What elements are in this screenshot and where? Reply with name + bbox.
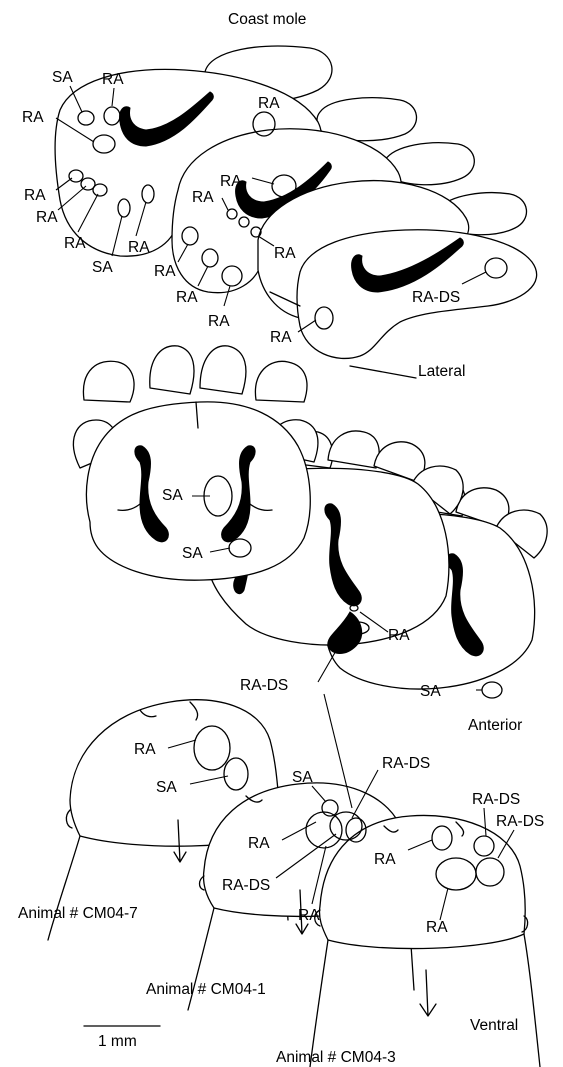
anterior-label: RA: [388, 627, 410, 644]
lateral-label: RA: [102, 71, 124, 88]
ventral-label: SA: [156, 779, 177, 796]
ventral-label: RA: [248, 835, 270, 852]
anterior-label: SA: [162, 487, 183, 504]
lateral-label: RA: [22, 109, 44, 126]
anterior-receptor-sa: [482, 682, 502, 698]
lateral-label: RA: [64, 235, 86, 252]
lateral-label: SA: [92, 259, 113, 276]
scale-bar-label: 1 mm: [98, 1033, 137, 1050]
animal-id-label: Animal # CM04-1: [146, 981, 266, 998]
ventral-label: RA-DS: [382, 755, 430, 772]
ventral-view: RA SA SA RA-DS RA RA-DS RA RA-DS RA-DS R…: [18, 694, 544, 1067]
ventral-view-label: Ventral: [470, 1017, 518, 1034]
ventral-label: RA: [134, 741, 156, 758]
anterior-label: RA-DS: [240, 677, 288, 694]
lateral-lead-line: [350, 366, 416, 378]
lateral-view-label: Lateral: [418, 363, 465, 380]
lateral-label: SA: [52, 69, 73, 86]
lateral-label: RA: [36, 209, 58, 226]
lateral-label: RA: [270, 329, 292, 346]
lateral-label: RA: [274, 245, 296, 262]
ventral-label: RA: [374, 851, 396, 868]
ventral-label: RA-DS: [222, 877, 270, 894]
ventral-label: RA-DS: [496, 813, 544, 830]
lateral-label: RA: [258, 95, 280, 112]
ventral-label: RA-DS: [472, 791, 520, 808]
lateral-label: RA: [154, 263, 176, 280]
ventral-label: RA: [298, 907, 320, 924]
ventral-label: SA: [292, 769, 313, 786]
lateral-label: RA: [192, 189, 214, 206]
animal-id-label: Animal # CM04-7: [18, 905, 138, 922]
lateral-label: RA: [208, 313, 230, 330]
anterior-view: SA SA RA RA-DS SA Anterior: [73, 346, 547, 734]
anterior-label: SA: [420, 683, 441, 700]
lateral-label: RA: [128, 239, 150, 256]
ventral-label: RA: [426, 919, 448, 936]
lateral-label: RA-DS: [412, 289, 460, 306]
lateral-label: RA: [176, 289, 198, 306]
scale-bar: 1 mm: [84, 1026, 160, 1050]
lateral-view: SA RA RA RA RA RA RA SA RA RA RA RA RA R…: [22, 46, 537, 380]
animal-id-label: Animal # CM04-3: [276, 1049, 396, 1066]
anterior-label: SA: [182, 545, 203, 562]
figure-title: Coast mole: [228, 11, 306, 28]
anterior-view-label: Anterior: [468, 717, 522, 734]
lateral-label: RA: [220, 173, 242, 190]
lateral-label: RA: [24, 187, 46, 204]
